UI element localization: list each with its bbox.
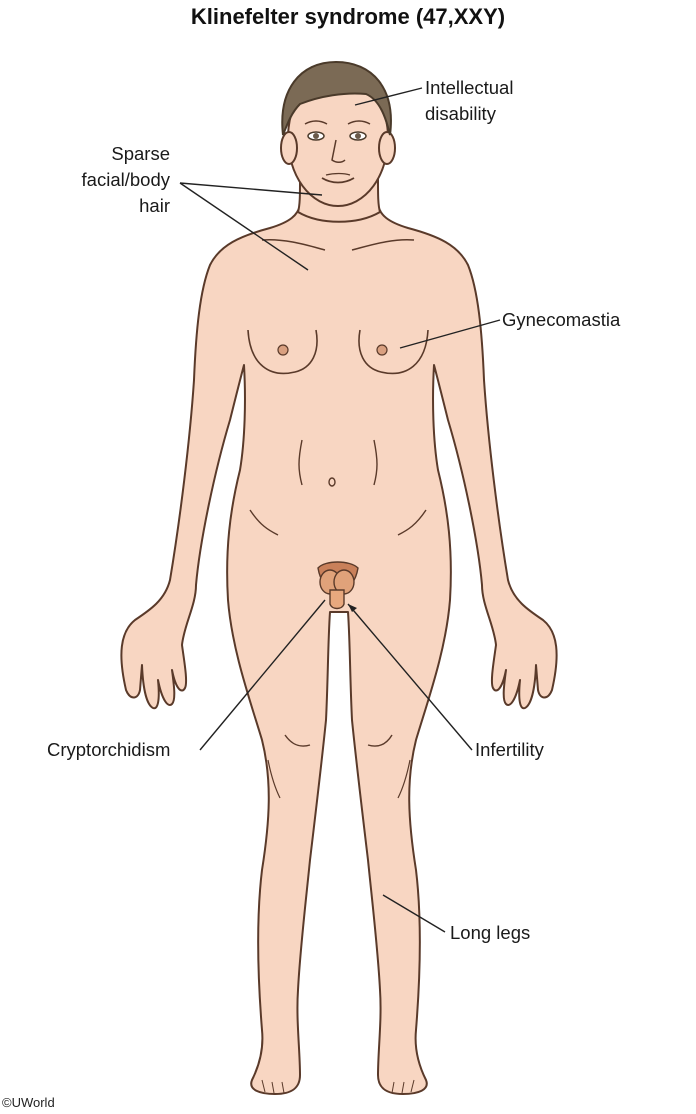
figure-title: Klinefelter syndrome (47,XXY) [190, 4, 506, 29]
label-gynecomastia: Gynecomastia [502, 309, 621, 330]
label-sparse-hair: Sparse facial/body hair [81, 143, 170, 216]
navel [328, 477, 336, 487]
breasts [247, 329, 429, 375]
label-long-legs: Long legs [450, 922, 531, 943]
label-intellectual-disability: Intellectual disability [425, 77, 514, 124]
body-silhouette [120, 204, 558, 1095]
cryptorchidism-leader [199, 599, 326, 751]
infertility-arrowhead [348, 604, 357, 612]
long-legs-leader [382, 894, 446, 933]
genitals [317, 561, 359, 610]
credit-text: ©UWorld [2, 1095, 55, 1110]
head [280, 60, 396, 223]
sparse-hair-leader-face [179, 182, 323, 196]
gynecomastia-leader [399, 319, 501, 349]
annotation-lines [179, 87, 501, 933]
sparse-hair-leader-body [179, 182, 309, 271]
intellectual-disability-leader [354, 87, 423, 106]
hair-icon [281, 60, 392, 136]
infertility-leader [347, 603, 473, 751]
label-cryptorchidism: Cryptorchidism [47, 739, 171, 760]
label-infertility: Infertility [475, 739, 544, 760]
